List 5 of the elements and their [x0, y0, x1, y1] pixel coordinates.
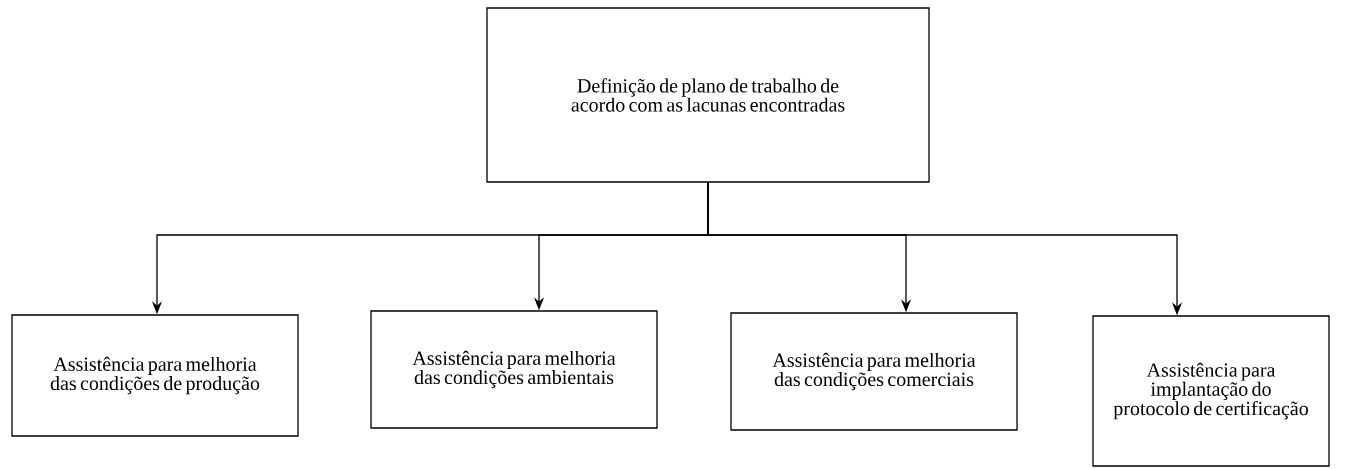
- process-box: Assistência para melhoria das condições ambientais: [370, 310, 658, 429]
- process-box: Assistência para melhoria das condições comerciais: [730, 312, 1018, 431]
- process-box: Assistência para implantação do protocolo de certificação: [1092, 315, 1330, 467]
- process-box: Assistência para melhoria das condições de produção: [11, 314, 299, 437]
- process-box: Definição de plano de trabalho de acordo com as lacunas encontradas: [486, 7, 930, 183]
